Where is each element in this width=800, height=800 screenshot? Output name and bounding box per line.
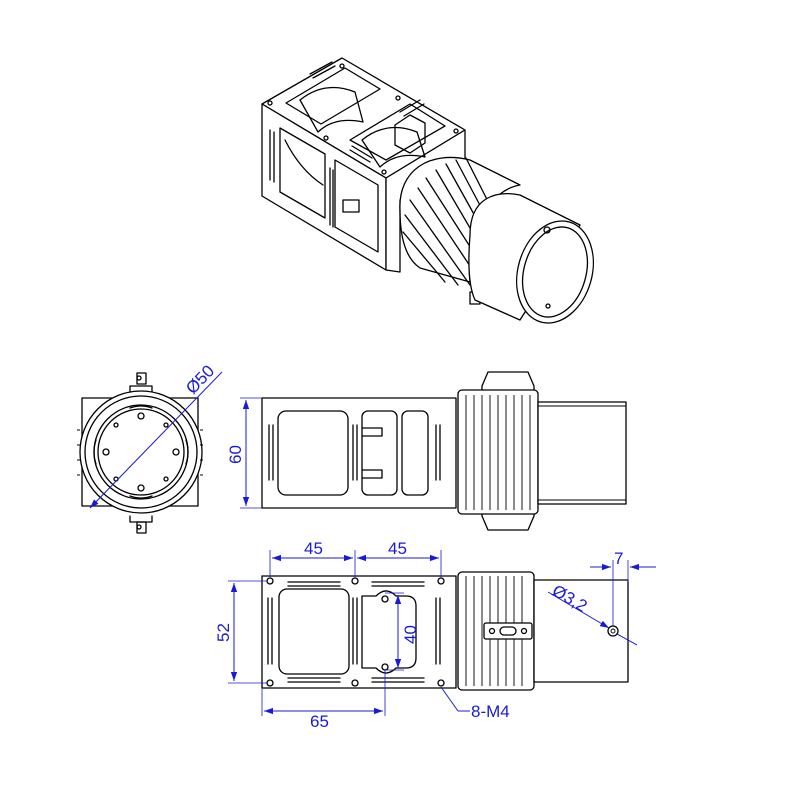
iso-cylinder bbox=[468, 193, 594, 324]
top-view: 45 45 52 40 65 7 Ø3,2 8-M4 bbox=[214, 539, 656, 731]
end-view: Ø50 bbox=[77, 361, 223, 534]
isometric-view bbox=[261, 57, 594, 324]
dim-pitch-45-left: 45 bbox=[304, 539, 323, 558]
side-view: 60 bbox=[226, 371, 627, 531]
thread-callout: 8-M4 bbox=[471, 702, 510, 721]
dim-pitch-45-right: 45 bbox=[388, 539, 407, 558]
dim-offset-7: 7 bbox=[614, 549, 623, 568]
dim-diameter-50: Ø50 bbox=[182, 361, 218, 397]
dim-length-65: 65 bbox=[310, 712, 329, 731]
dim-height-60: 60 bbox=[226, 445, 245, 464]
dim-spacing-40: 40 bbox=[401, 625, 420, 644]
dim-width-52: 52 bbox=[214, 623, 233, 642]
